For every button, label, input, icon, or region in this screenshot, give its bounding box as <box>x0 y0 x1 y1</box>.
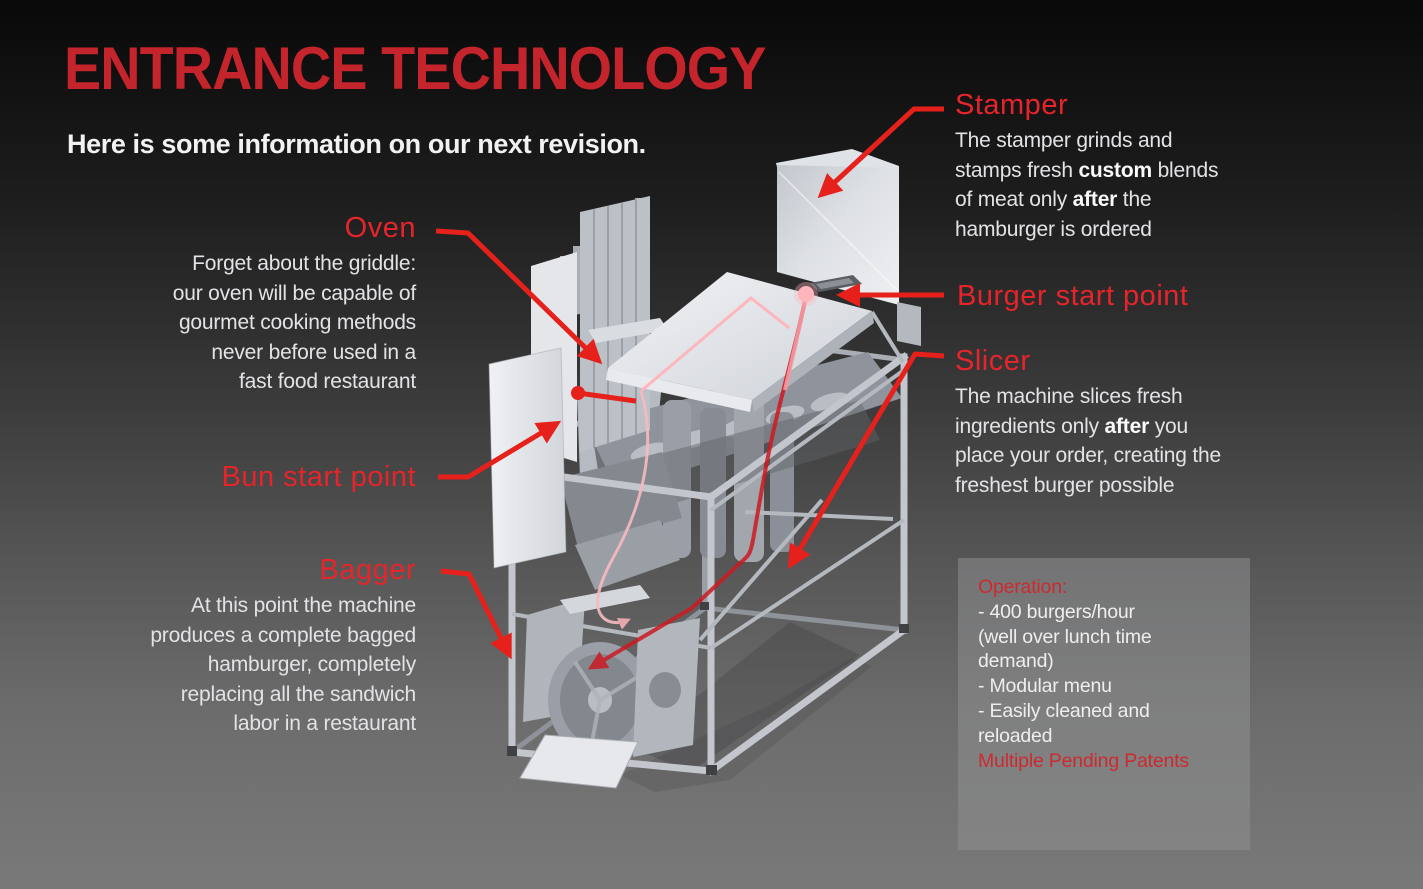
bun-start-arrow <box>438 420 562 480</box>
callout-oven: Oven Forget about the griddle:our oven w… <box>100 211 416 397</box>
burger-start-dot <box>798 286 814 302</box>
oven-description: Forget about the griddle:our oven will b… <box>172 252 416 393</box>
bun-start-label: Bun start point <box>221 461 416 493</box>
bagger-arrow <box>440 568 512 660</box>
burger-start-label: Burger start point <box>957 280 1189 312</box>
callout-burger-start: Burger start point <box>957 279 1273 314</box>
operation-panel-lines: Operation:- 400 burgers/hour(well over l… <box>978 576 1189 772</box>
bun-start-dot <box>571 386 585 400</box>
bagger-label: Bagger <box>319 554 416 586</box>
callout-bun-start: Bun start point <box>100 460 416 495</box>
slicer-arrow <box>787 351 945 570</box>
oven-label: Oven <box>344 212 416 244</box>
slicer-label: Slicer <box>955 345 1031 377</box>
stamper-label: Stamper <box>955 89 1069 121</box>
page-subtitle: Here is some information on our next rev… <box>67 129 646 159</box>
page-title: ENTRANCE TECHNOLOGY <box>64 35 766 102</box>
oven-arrow <box>435 228 603 365</box>
stamper-arrow <box>817 106 944 199</box>
operation-panel: Operation:- 400 burgers/hour(well over l… <box>958 558 1250 850</box>
